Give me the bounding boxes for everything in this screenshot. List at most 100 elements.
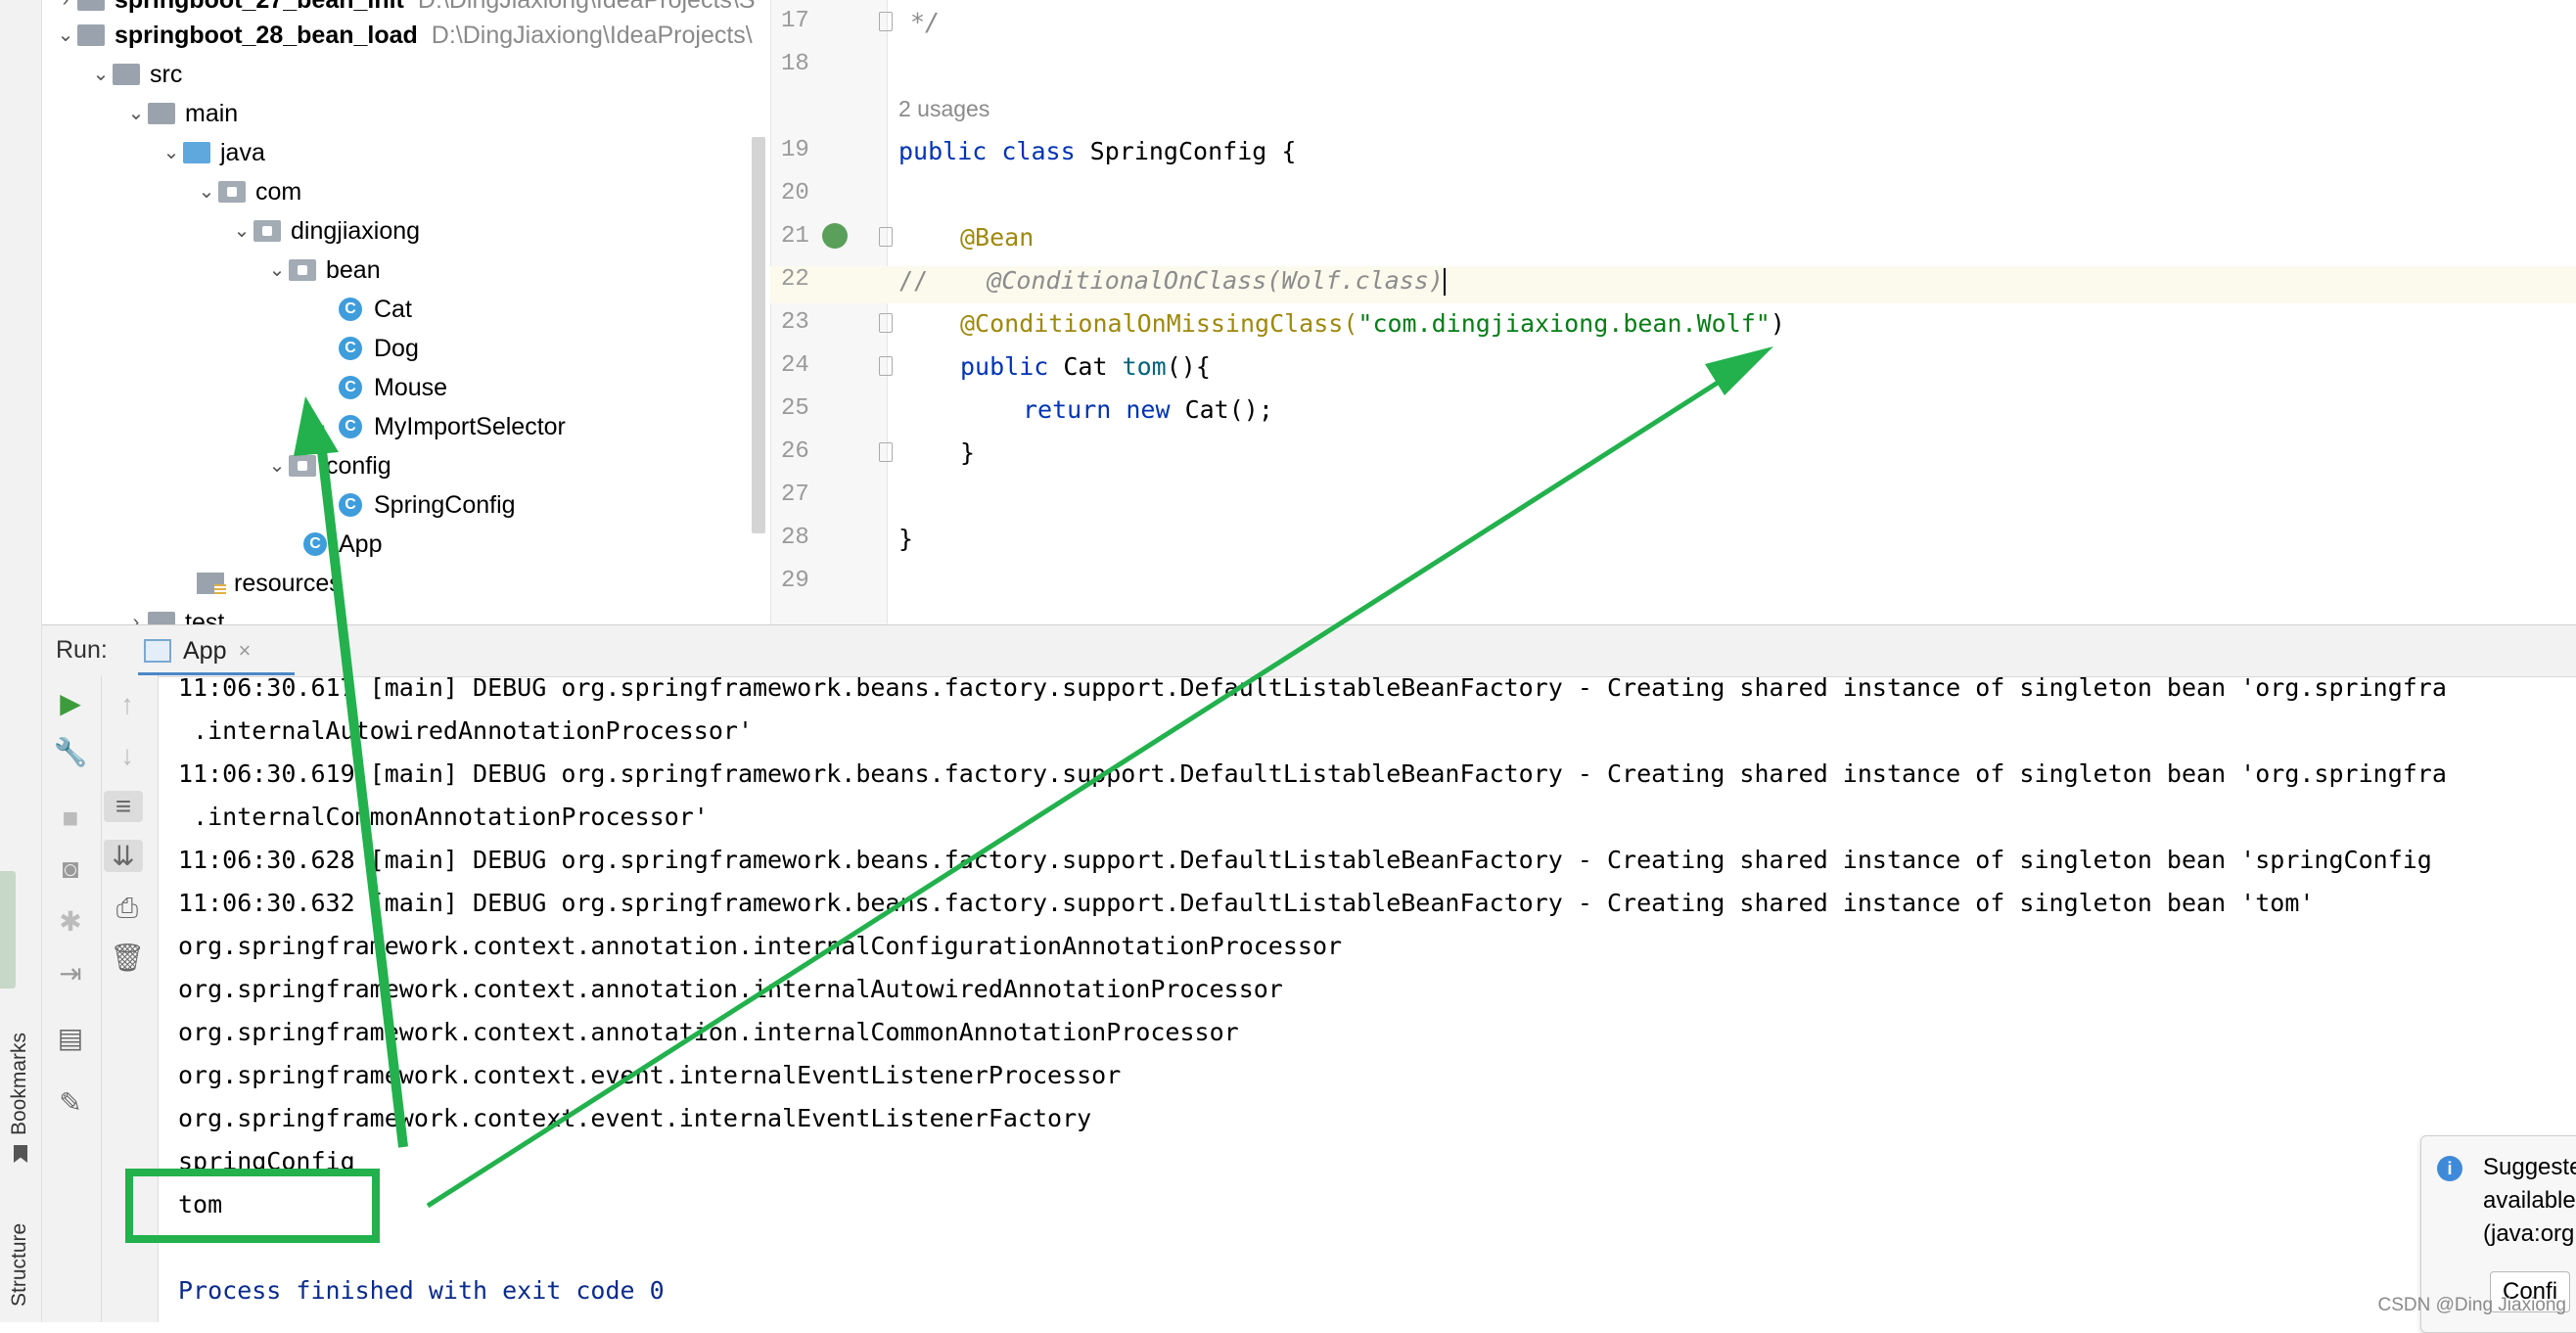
print-icon[interactable]: ⎙ [115, 893, 139, 923]
wrench-icon[interactable]: 🔧 [53, 737, 88, 767]
tree-item-folder[interactable]: ⌄ main [124, 94, 239, 133]
debug-icon[interactable]: ✱ [59, 906, 82, 937]
fold-marker-icon[interactable] [879, 442, 893, 462]
arrowhead [1705, 346, 1773, 395]
chevron-down-icon[interactable]: ⌄ [92, 64, 110, 85]
console-line: org.springframework.context.annotation.i… [178, 932, 1343, 960]
highlight-box [125, 1169, 380, 1243]
bookmarks-tab[interactable]: Bookmarks [8, 1032, 30, 1135]
tree-item-label: App [339, 530, 383, 558]
tree-item-module[interactable]: › springboot_27_bean_init D:\DingJiaxion… [54, 0, 756, 20]
keyword: public [960, 352, 1049, 381]
class-icon: C [303, 532, 327, 556]
line-number: 27 [781, 482, 809, 508]
line-number: 18 [781, 51, 809, 77]
fold-marker-icon[interactable] [879, 12, 893, 31]
module-folder-icon [77, 24, 105, 46]
bean-gutter-icon[interactable] [822, 223, 848, 249]
console-line: .internalAutowiredAnnotationProcessor' [178, 716, 753, 745]
trash-icon[interactable]: 🗑 [110, 942, 145, 973]
tree-item-package[interactable]: ⌄ dingjiaxiong [230, 211, 420, 251]
code-line-17: */ [910, 8, 941, 36]
tree-item-label: bean [326, 256, 381, 284]
console-line: org.springframework.context.annotation.i… [178, 1018, 1239, 1046]
notification-text: (java:org [2483, 1220, 2575, 1247]
tree-item-label: Mouse [374, 374, 448, 401]
tab-label: App [183, 636, 227, 665]
memory-indicator [0, 871, 16, 988]
code-line-22: // @ConditionalOnClass(Wolf.class) [898, 266, 1446, 296]
tree-item-class[interactable]: C MyImportSelector [339, 407, 566, 446]
folder-icon [148, 612, 175, 624]
console-line: org.springframework.context.event.intern… [178, 1104, 1092, 1132]
console-line: 11:06:30.617 [main] DEBUG org.springfram… [178, 673, 2447, 702]
chevron-down-icon[interactable]: ⌄ [198, 181, 215, 203]
configure-button[interactable]: Confi [2490, 1271, 2571, 1312]
package-icon [253, 220, 281, 242]
folder-icon [148, 103, 175, 124]
current-line-highlight [770, 266, 2576, 303]
chevron-right-icon[interactable]: › [132, 612, 140, 624]
tree-item-class[interactable]: C Cat [339, 290, 412, 329]
tree-item-folder[interactable]: ⌄ src [89, 55, 183, 94]
tree-item-class[interactable]: C Dog [339, 329, 419, 368]
chevron-down-icon[interactable]: ⌄ [268, 259, 286, 281]
stop-icon[interactable]: ■ [62, 803, 79, 833]
console-line: 11:06:30.628 [main] DEBUG org.springfram… [178, 846, 2432, 874]
class-icon: C [339, 376, 362, 399]
chevron-down-icon[interactable]: ⌄ [127, 103, 145, 124]
layout-icon[interactable]: ▤ [57, 1023, 84, 1053]
structure-tab[interactable]: Structure [8, 1222, 30, 1307]
line-number: 29 [781, 568, 809, 594]
tree-item-folder[interactable]: ⌄ java [160, 133, 265, 172]
tree-item-class[interactable]: C SpringConfig [339, 485, 516, 525]
run-label: Run: [56, 636, 108, 664]
chevron-right-icon[interactable]: › [62, 0, 69, 11]
keyword: return new [1023, 395, 1171, 424]
tab-app[interactable]: App × [138, 629, 295, 675]
left-tool-strip: Bookmarks Structure [0, 0, 42, 1322]
soft-wrap-icon[interactable]: ≡ [104, 791, 143, 822]
tree-item-folder[interactable]: › test [124, 603, 224, 624]
line-number: 21 [781, 223, 809, 250]
paren: ) [1770, 309, 1785, 338]
chevron-down-icon[interactable]: ⌄ [162, 142, 180, 163]
login-icon[interactable]: ⇥ [59, 958, 82, 988]
line-number: 23 [781, 309, 809, 336]
line-number: 20 [781, 180, 809, 207]
tree-item-class[interactable]: C App [303, 525, 382, 564]
tree-item-package[interactable]: ⌄ bean [265, 251, 381, 290]
scroll-to-end-icon[interactable]: ⇊ [104, 840, 143, 872]
tree-item-label: MyImportSelector [374, 413, 566, 440]
chevron-down-icon[interactable]: ⌄ [57, 24, 74, 46]
fold-marker-icon[interactable] [879, 356, 893, 376]
fold-marker-icon[interactable] [879, 227, 893, 247]
tree-item-folder[interactable]: resources [197, 564, 342, 603]
tree-item-class[interactable]: C Mouse [339, 368, 447, 407]
class-icon: C [339, 298, 362, 321]
chevron-down-icon[interactable]: ⌄ [268, 455, 286, 477]
notification-popup[interactable]: i Suggeste available (java:org Confi [2420, 1135, 2576, 1333]
chevron-down-icon[interactable]: ⌄ [233, 220, 251, 242]
tree-item-label: test [185, 609, 225, 624]
fold-marker-icon[interactable] [879, 313, 893, 333]
tree-scrollbar[interactable] [752, 137, 765, 533]
pin-icon[interactable]: ✎ [59, 1087, 82, 1118]
package-icon [218, 181, 246, 203]
line-number: 22 [781, 266, 809, 293]
module-path-hint: D:\DingJiaxiong\IdeaProjects\ [431, 22, 753, 49]
tree-item-label: springboot_28_bean_load [115, 22, 418, 49]
line-number: 25 [781, 395, 809, 422]
camera-icon[interactable]: ◙ [62, 853, 79, 884]
rerun-icon[interactable]: ▶ [60, 688, 81, 718]
tree-item-package[interactable]: ⌄ config [265, 446, 391, 485]
usages-hint[interactable]: 2 usages [898, 96, 990, 121]
tree-item-label: src [150, 61, 183, 88]
arrow-down-icon[interactable]: ↓ [120, 740, 134, 770]
tree-item-package[interactable]: ⌄ com [195, 172, 302, 211]
tree-item-module[interactable]: ⌄ springboot_28_bean_load D:\DingJiaxion… [54, 16, 753, 55]
line-number: 28 [781, 525, 809, 551]
console-line: .internalCommonAnnotationProcessor' [178, 803, 709, 831]
arrow-up-icon[interactable]: ↑ [120, 689, 134, 719]
close-icon[interactable]: × [238, 638, 252, 663]
